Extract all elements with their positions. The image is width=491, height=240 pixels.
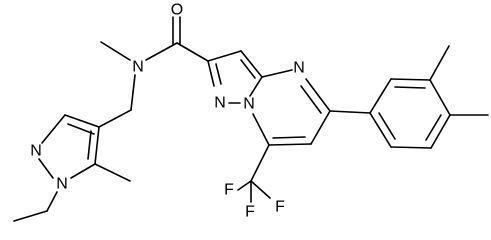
molecule-drawing: O N N N N N N F F F	[13, 2, 489, 222]
bond-c5-c6	[310, 110, 331, 145]
atom-label-pyrazole-ring-n2: N	[30, 143, 42, 160]
atom-label-amide-nitrogen: N	[132, 59, 144, 76]
bond-ar-c4-c5-inner	[425, 114, 442, 141]
bond-c6-c7-inner	[272, 136, 306, 139]
bond-c7-cf3	[250, 144, 270, 182]
bond-carbonyl-to-pyrazole	[176, 42, 209, 62]
atom-label-pyrazole-ring-n1: N	[56, 176, 68, 193]
bond-n4-c5	[305, 78, 331, 112]
bond-c3-c3a	[240, 50, 263, 78]
bond-ar-c2-c3-inner	[394, 86, 426, 89]
bond-c7-n7a	[252, 113, 270, 146]
atom-label-carbonyl-oxygen: O	[171, 2, 183, 19]
atom-label-fluorine-left: F	[224, 182, 234, 199]
bond-cf3-f-left	[237, 180, 252, 191]
bond-c3a-n4	[261, 69, 293, 78]
bond-ethyl-ch3	[13, 210, 48, 222]
bond-n7a-c3a	[249, 76, 263, 97]
bond-ar-methyl-3	[429, 45, 450, 81]
bond-cf3-f-right	[250, 180, 271, 199]
bond-c3-c3a-inner	[240, 59, 256, 79]
bond-ar-c6-c1	[369, 112, 392, 148]
bond-c2-n1	[207, 60, 215, 87]
bond-carbonyl-to-amide-n	[145, 42, 178, 61]
atom-label-fluorine-bottom: F	[245, 204, 255, 221]
bond-ch2-pyrazole	[98, 109, 132, 128]
bond-amide-n-methyl	[100, 41, 131, 61]
bond-ar-c3-c4	[429, 79, 451, 116]
atom-label-fluorine-right: F	[275, 199, 285, 216]
bond-n4-c5-inner	[300, 85, 322, 114]
atom-label-pyrazole-nitrogen: N	[214, 95, 226, 112]
bond-c2-c3	[207, 50, 242, 62]
bond-pz-c5-c4-inner	[87, 130, 92, 160]
bond-c5-aryl	[329, 110, 371, 114]
bond-ar-c2-c3	[390, 78, 431, 81]
bond-pz-n2-n1	[38, 158, 54, 179]
bond-c2-n1-inner	[215, 63, 222, 85]
bond-pz-c3-n2	[41, 114, 66, 144]
bond-pz-n1-c5	[70, 163, 96, 179]
bond-pz-c4-c3	[64, 114, 100, 128]
bond-ar-c1-c2	[369, 78, 392, 114]
bond-ar-c6-c1-inner	[378, 112, 396, 140]
bond-ar-c5-c6	[390, 146, 432, 149]
atom-label-bridgehead-nitrogen: N	[243, 96, 255, 113]
bond-pz-c5-methyl	[94, 163, 131, 182]
structure-canvas: O N N N N N N F F F	[13, 2, 489, 222]
bond-pz-c5-c4	[94, 126, 100, 165]
bond-ar-c4-c5	[430, 114, 451, 149]
bond-c6-c7	[268, 143, 312, 146]
bond-pz-c4-c3-inner	[67, 123, 95, 135]
atom-label-pyrimidine-nitrogen: N	[293, 60, 305, 77]
bond-amide-n-ch2	[130, 74, 136, 111]
bond-n1-ethyl-ch2	[46, 191, 58, 212]
